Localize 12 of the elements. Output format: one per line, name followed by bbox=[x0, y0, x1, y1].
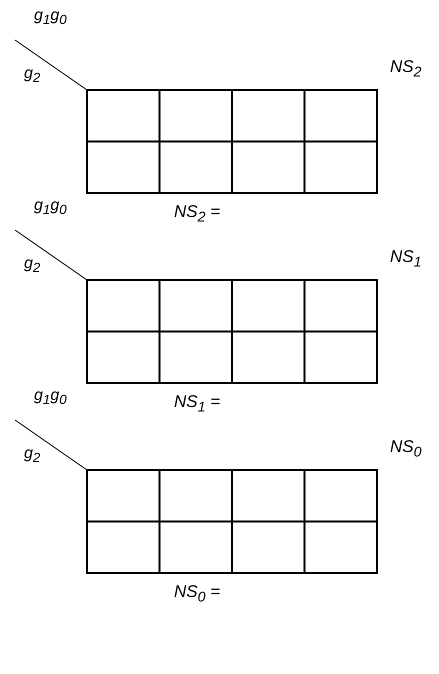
row-label: g$_{2}$ bbox=[24, 66, 40, 85]
map-output-label: NS$_{2}$ bbox=[390, 58, 422, 80]
column-label: g$_{1}$g$_{0}$ bbox=[34, 8, 67, 27]
map-output-label: NS$_{0}$ bbox=[390, 438, 422, 460]
equation-label: NS$_{2}$ = bbox=[174, 203, 220, 225]
row-label: g$_{2}$ bbox=[24, 256, 40, 275]
map-output-label: NS$_{1}$ bbox=[390, 248, 422, 270]
column-label: g$_{1}$g$_{0}$ bbox=[34, 198, 67, 217]
row-label: g$_{2}$ bbox=[24, 446, 40, 465]
equation-label: NS$_{0}$ = bbox=[174, 583, 220, 605]
equation-label: NS$_{1}$ = bbox=[174, 393, 220, 415]
column-label: g$_{1}$g$_{0}$ bbox=[34, 388, 67, 407]
